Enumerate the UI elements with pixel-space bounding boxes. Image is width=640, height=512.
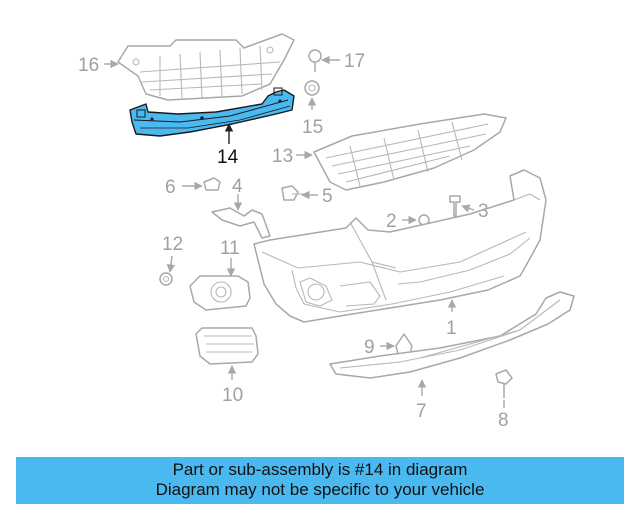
callout-2: 2 bbox=[386, 211, 397, 232]
callout-1: 1 bbox=[446, 318, 457, 339]
callout-13: 13 bbox=[272, 146, 293, 167]
parts-diagram: 16 17 15 14 13 6 4 5 2 3 12 11 1 9 10 7 … bbox=[78, 33, 575, 431]
info-banner: Part or sub-assembly is #14 in diagram D… bbox=[16, 457, 624, 504]
callout-17: 17 bbox=[344, 51, 365, 72]
callout-5: 5 bbox=[322, 186, 333, 207]
callout-11: 11 bbox=[220, 238, 240, 259]
callout-16: 16 bbox=[78, 55, 99, 76]
callout-10: 10 bbox=[222, 385, 243, 406]
part-11-fog-bezel bbox=[189, 275, 251, 311]
part-3-bolt bbox=[449, 195, 461, 217]
callout-8: 8 bbox=[498, 410, 509, 431]
part-15-clip bbox=[304, 80, 320, 96]
part-8-bolt bbox=[495, 369, 513, 398]
part-13-grille bbox=[313, 113, 507, 191]
callout-3: 3 bbox=[478, 201, 489, 222]
callout-14: 14 bbox=[217, 147, 239, 168]
part-4-bracket bbox=[211, 207, 271, 239]
part-12-bolt bbox=[159, 272, 173, 286]
banner-line-1: Part or sub-assembly is #14 in diagram bbox=[172, 460, 468, 479]
callout-15: 15 bbox=[302, 117, 323, 138]
part-10-grille-insert bbox=[195, 327, 259, 365]
leader-lines bbox=[104, 55, 505, 408]
callout-7: 7 bbox=[416, 401, 427, 422]
callout-6: 6 bbox=[165, 177, 176, 198]
part-9-fastener bbox=[395, 333, 413, 355]
part-5-fastener bbox=[281, 185, 304, 201]
banner-line-2: Diagram may not be specific to your vehi… bbox=[155, 480, 485, 499]
callout-12: 12 bbox=[162, 234, 183, 255]
part-6-clip bbox=[203, 177, 221, 191]
callout-4: 4 bbox=[232, 176, 243, 197]
part-16-bracket bbox=[117, 33, 295, 101]
part-7-lower-spoiler bbox=[329, 291, 575, 379]
callout-9: 9 bbox=[364, 337, 375, 358]
part-17-bolt bbox=[308, 49, 322, 72]
part-14-reinforcement-bar bbox=[129, 87, 295, 137]
part-1-bumper-cover bbox=[253, 169, 547, 323]
